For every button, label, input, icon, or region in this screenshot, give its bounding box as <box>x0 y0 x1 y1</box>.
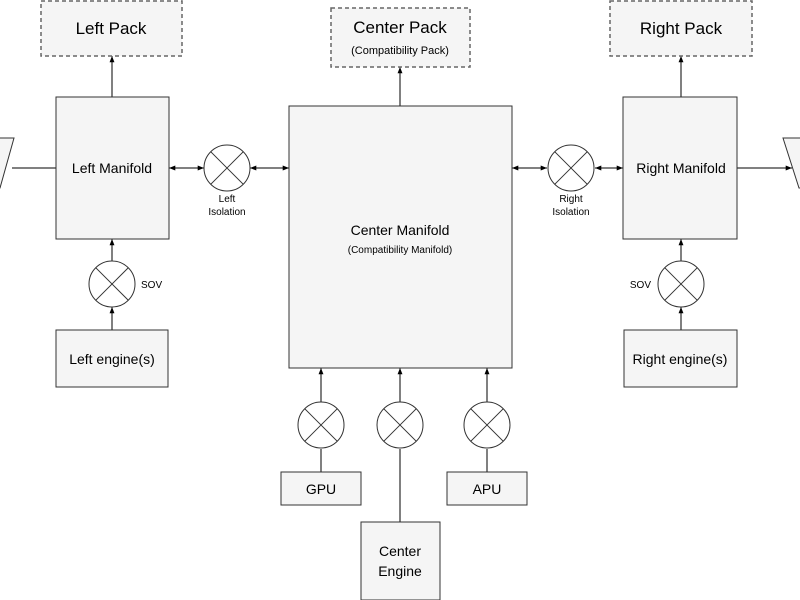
left-manifold-label: Left Manifold <box>72 160 152 176</box>
right-pack-label: Right Pack <box>640 19 723 38</box>
left-engine-label: Left engine(s) <box>69 351 155 367</box>
center-engine-box <box>360 521 441 600</box>
left-duct-icon <box>0 137 15 189</box>
left-sov-label: SOV <box>141 280 162 291</box>
center-pack-sublabel: (Compatibility Pack) <box>351 45 449 57</box>
left-pack-box <box>40 0 183 57</box>
apu-label: APU <box>473 481 502 497</box>
left-sov-valve-icon <box>88 260 136 308</box>
right-isolation-label-line2: Isolation <box>552 207 589 218</box>
right-engine-label: Right engine(s) <box>633 351 728 367</box>
gpu-box <box>280 471 362 506</box>
right-pack-box <box>609 0 753 57</box>
center-manifold-box <box>288 105 513 369</box>
center-pack-label: Center Pack <box>353 18 447 37</box>
right-manifold-box <box>622 96 738 240</box>
left-isolation-label-line1: Left <box>219 194 236 205</box>
center-engine-valve-icon <box>376 401 424 449</box>
gpu-valve-icon <box>297 401 345 449</box>
right-isolation-label-line1: Right <box>559 194 583 205</box>
left-manifold-box <box>55 96 170 240</box>
right-engine-box <box>623 329 738 388</box>
center-manifold-label: Center Manifold <box>351 222 450 238</box>
right-duct-icon <box>782 137 800 189</box>
center-manifold-sublabel: (Compatibility Manifold) <box>348 245 452 256</box>
center-engine-label-line1: Center <box>379 543 421 559</box>
left-engine-box <box>55 329 169 388</box>
connectors <box>12 56 792 522</box>
apu-valve-icon <box>463 401 511 449</box>
gpu-label: GPU <box>306 481 336 497</box>
right-manifold-label: Right Manifold <box>636 160 726 176</box>
right-isolation-valve-icon <box>547 144 595 192</box>
right-sov-label: SOV <box>630 280 651 291</box>
right-sov-valve-icon <box>657 260 705 308</box>
left-isolation-valve-icon <box>203 144 251 192</box>
center-pack-box <box>330 7 471 68</box>
left-isolation-label-line2: Isolation <box>208 207 245 218</box>
center-engine-label-line2: Engine <box>378 563 422 579</box>
apu-box <box>446 471 528 506</box>
left-pack-label: Left Pack <box>76 19 147 38</box>
